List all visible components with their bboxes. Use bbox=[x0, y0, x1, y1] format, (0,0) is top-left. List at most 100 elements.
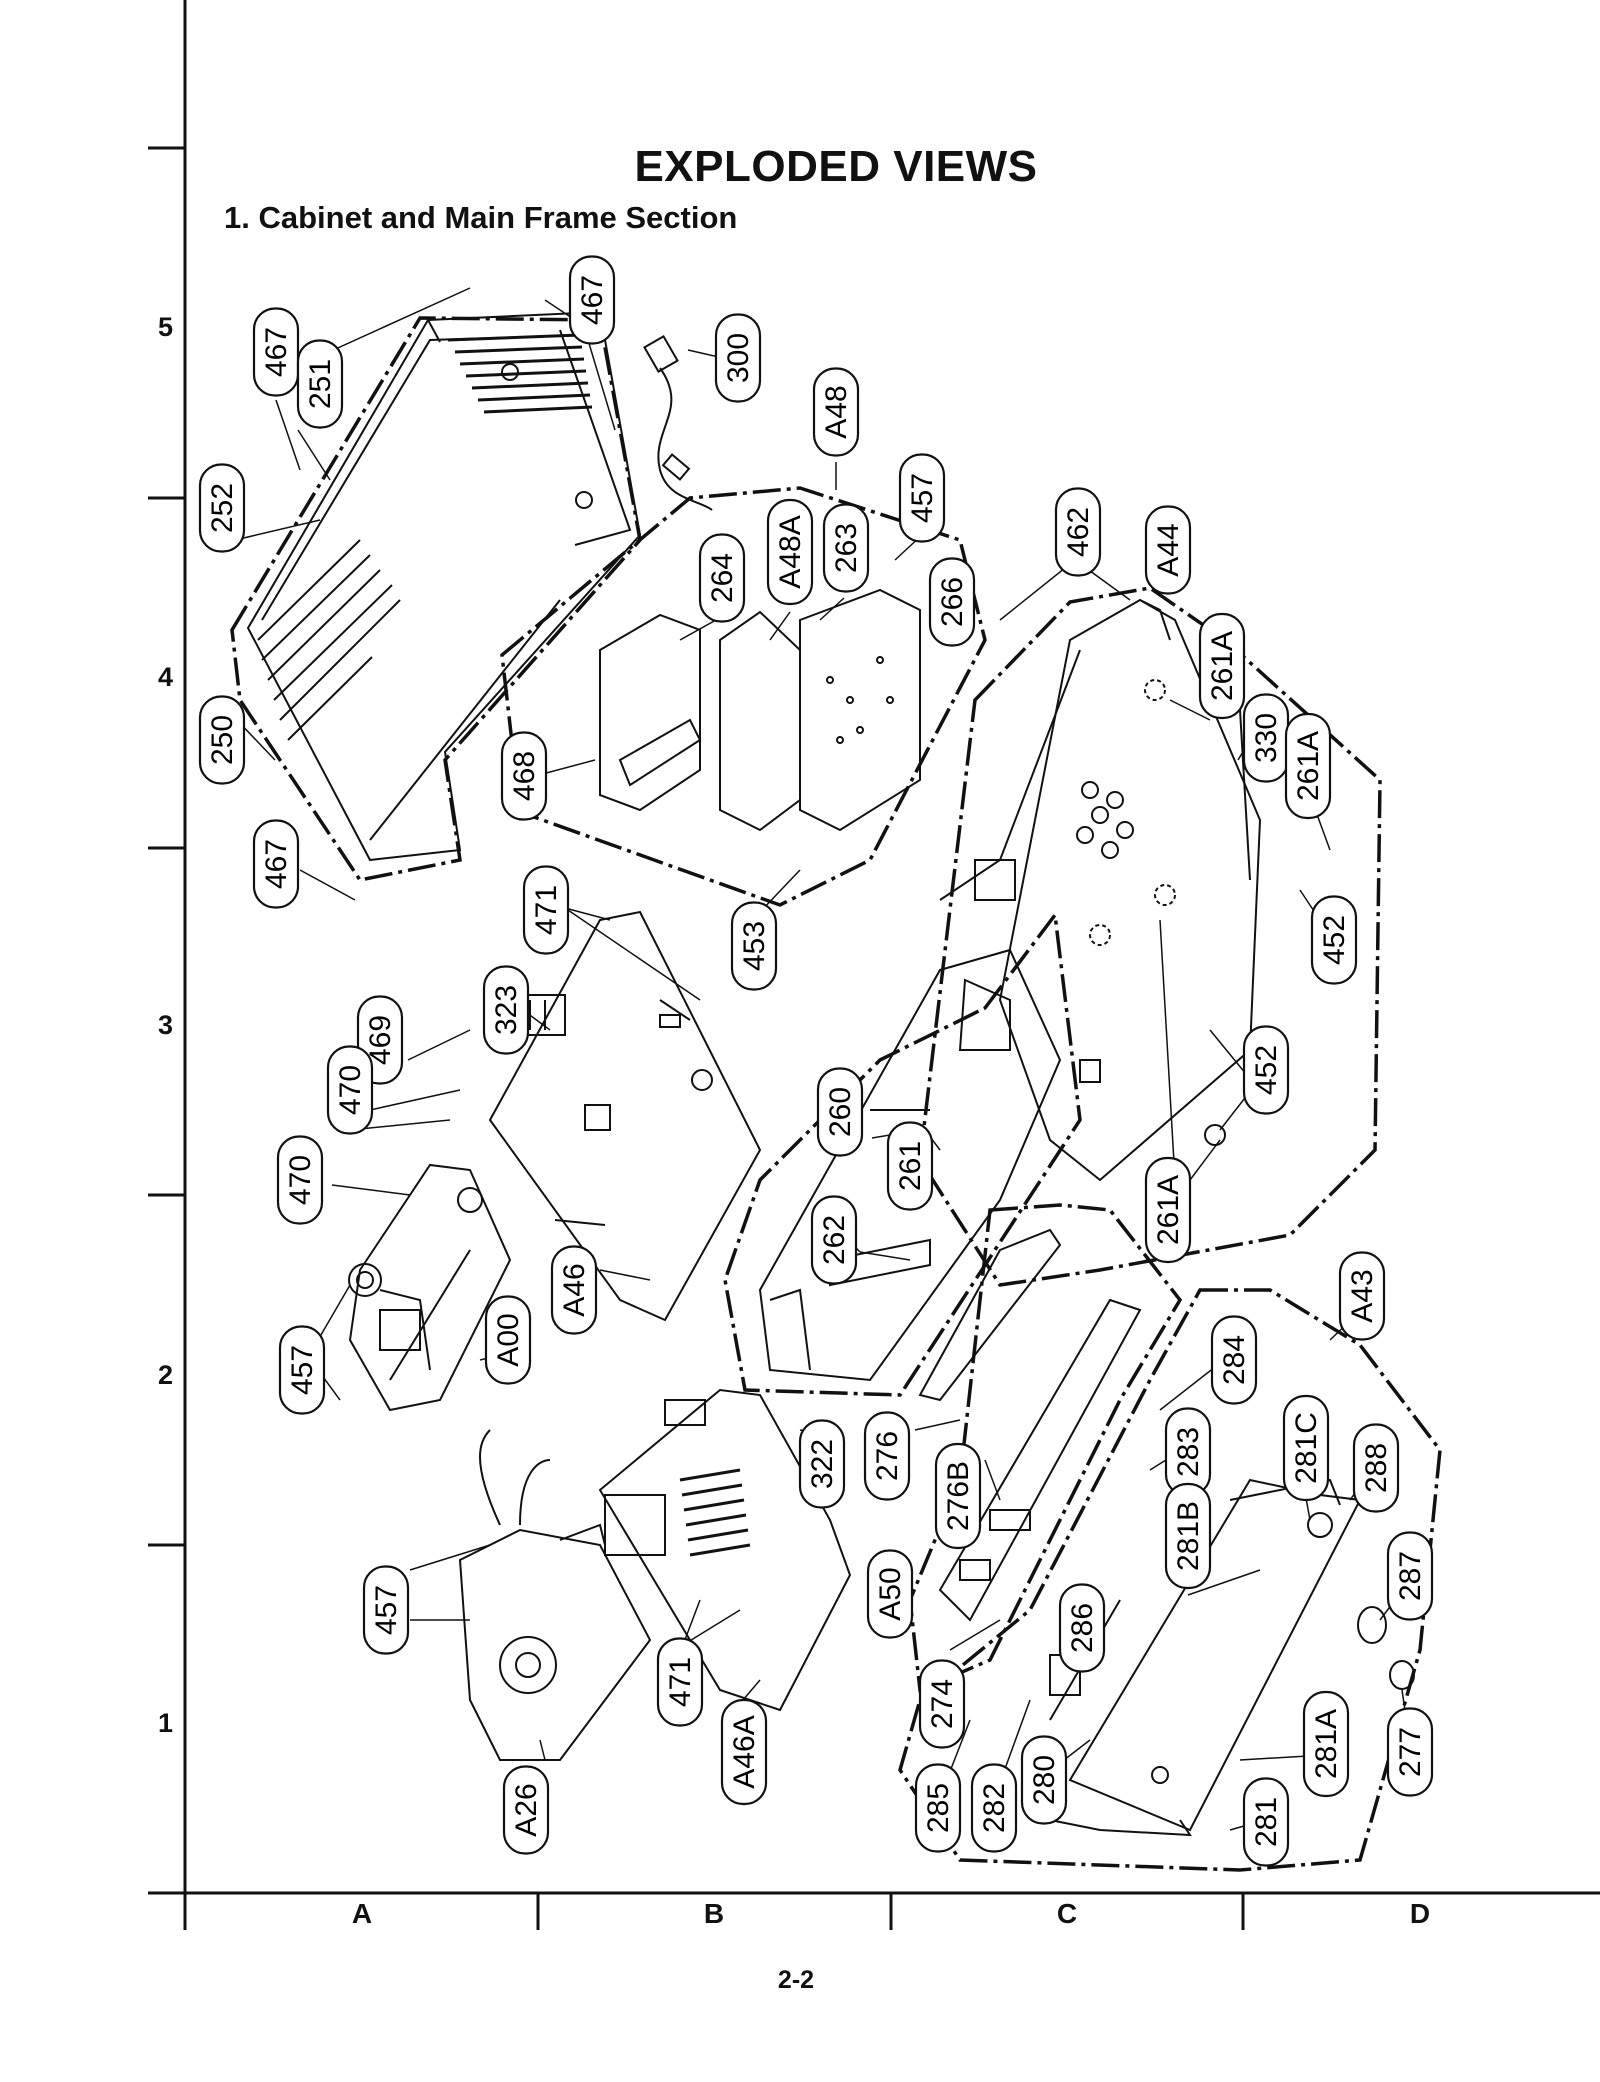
callout-balloon bbox=[656, 1637, 704, 1727]
callout-balloon bbox=[928, 557, 976, 647]
callout-467c: 467 bbox=[568, 255, 616, 345]
callout-label: 323 bbox=[490, 985, 523, 1035]
chassis-bracket-illustration bbox=[758, 948, 1062, 1382]
callout-457c: 457 bbox=[362, 1565, 410, 1655]
callout-A43: A43 bbox=[1338, 1251, 1386, 1341]
callout-label: A46A bbox=[728, 1715, 761, 1788]
callout-balloon bbox=[822, 503, 870, 593]
callout-label: 283 bbox=[1172, 1427, 1205, 1477]
callout-balloon bbox=[326, 1045, 374, 1135]
callout-balloon bbox=[502, 1765, 550, 1855]
callout-label: 285 bbox=[922, 1783, 955, 1833]
callout-label: A50 bbox=[874, 1567, 907, 1620]
callout-balloon bbox=[1310, 895, 1358, 985]
callout-label: A43 bbox=[1346, 1269, 1379, 1322]
section-title: 1. Cabinet and Main Frame Section bbox=[224, 200, 738, 235]
callout-label: 276B bbox=[942, 1461, 975, 1531]
callout-A50: A50 bbox=[866, 1549, 914, 1639]
callout-label: 266 bbox=[936, 577, 969, 627]
callout-label: 263 bbox=[830, 523, 863, 573]
callout-label: 457 bbox=[370, 1585, 403, 1635]
callout-470a: 470 bbox=[326, 1045, 374, 1135]
callout-label: 261A bbox=[1206, 631, 1239, 701]
callout-label: 252 bbox=[206, 483, 239, 533]
callout-261Ab: 261A bbox=[1284, 712, 1332, 820]
callout-label: 262 bbox=[818, 1215, 851, 1265]
grid-row-label: 5 bbox=[158, 312, 174, 342]
callout-457a: 457 bbox=[898, 453, 946, 543]
callout-277: 277 bbox=[1386, 1707, 1434, 1797]
main-board-illustration bbox=[488, 910, 762, 1322]
callout-label: 467 bbox=[260, 327, 293, 377]
callout-balloon bbox=[1054, 487, 1102, 577]
callout-label: 457 bbox=[286, 1345, 319, 1395]
callout-label: 286 bbox=[1066, 1603, 1099, 1653]
pickup-mechanism-illustration bbox=[348, 1163, 512, 1412]
callout-label: 282 bbox=[978, 1783, 1011, 1833]
callout-balloon bbox=[1198, 612, 1246, 720]
callout-261Aa: 261A bbox=[1198, 612, 1246, 720]
callout-balloon bbox=[1282, 1394, 1330, 1502]
grid-column-label: C bbox=[1056, 1898, 1078, 1929]
front-board-illustration bbox=[918, 1228, 1142, 1622]
callout-286: 286 bbox=[1058, 1583, 1106, 1673]
callout-label: 276 bbox=[871, 1431, 904, 1481]
callout-label: 288 bbox=[1360, 1443, 1393, 1493]
callout-label: 452 bbox=[1318, 915, 1351, 965]
callout-balloon bbox=[198, 463, 246, 553]
page-frame bbox=[148, 0, 1600, 1930]
callout-label: 264 bbox=[706, 553, 739, 603]
part-illustrations bbox=[246, 310, 1415, 1837]
callout-balloon bbox=[730, 901, 778, 991]
knob-illustration bbox=[1357, 1606, 1415, 1690]
power-board-illustration bbox=[598, 1388, 852, 1712]
callout-balloon bbox=[898, 453, 946, 543]
callout-274: 274 bbox=[918, 1659, 966, 1749]
callout-452a: 452 bbox=[1310, 895, 1358, 985]
grid-column-label: D bbox=[1409, 1898, 1431, 1929]
callout-label: 453 bbox=[738, 921, 771, 971]
callout-label: 281 bbox=[1250, 1797, 1283, 1847]
callout-label: A48A bbox=[774, 515, 807, 588]
callout-balloon bbox=[278, 1325, 326, 1415]
callout-261Ac: 261A bbox=[1144, 1156, 1192, 1264]
callout-label: 467 bbox=[576, 275, 609, 325]
callout-A26: A26 bbox=[502, 1765, 550, 1855]
callout-label: 260 bbox=[824, 1087, 857, 1137]
callout-label: 322 bbox=[806, 1439, 839, 1489]
callout-label: A46 bbox=[558, 1263, 591, 1316]
callout-label: 467 bbox=[260, 839, 293, 889]
callout-462: 462 bbox=[1054, 487, 1102, 577]
callout-balloon bbox=[362, 1565, 410, 1655]
callout-285: 285 bbox=[914, 1763, 962, 1853]
callout-label: 261A bbox=[1152, 1175, 1185, 1245]
callout-balloon bbox=[970, 1763, 1018, 1853]
callout-balloon bbox=[484, 1295, 532, 1385]
callout-label: 471 bbox=[530, 885, 563, 935]
callout-label: 287 bbox=[1394, 1551, 1427, 1601]
callout-260: 260 bbox=[816, 1067, 864, 1157]
callout-balloon bbox=[1058, 1583, 1106, 1673]
callout-label: 300 bbox=[722, 333, 755, 383]
cabinet-cover-illustration bbox=[246, 310, 642, 862]
callout-balloon bbox=[934, 1442, 982, 1550]
callout-balloon bbox=[720, 1698, 768, 1806]
callout-balloon bbox=[276, 1135, 324, 1225]
outline-a44 bbox=[918, 586, 1382, 1287]
callout-label: A26 bbox=[510, 1783, 543, 1836]
callout-balloon bbox=[568, 255, 616, 345]
callout-label: 468 bbox=[508, 751, 541, 801]
callout-287: 287 bbox=[1386, 1531, 1434, 1621]
callout-label: A00 bbox=[492, 1313, 525, 1366]
grid-row-label: 3 bbox=[158, 1010, 174, 1040]
callout-276B: 276B bbox=[934, 1442, 982, 1550]
callout-263: 263 bbox=[822, 503, 870, 593]
callout-label: 250 bbox=[206, 715, 239, 765]
callout-471b: 471 bbox=[656, 1637, 704, 1727]
callout-280: 280 bbox=[1020, 1735, 1068, 1825]
callout-balloon bbox=[1020, 1735, 1068, 1825]
callout-label: 452 bbox=[1250, 1045, 1283, 1095]
callout-label: 462 bbox=[1062, 507, 1095, 557]
